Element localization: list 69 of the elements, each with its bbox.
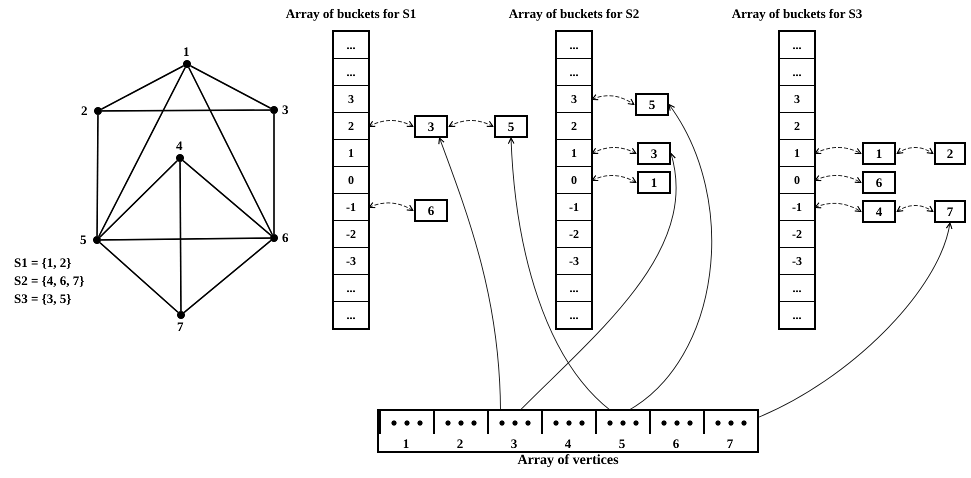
array-title: Array of buckets for S2 xyxy=(508,6,640,22)
list-node-box: 3 xyxy=(414,115,448,138)
list-node-box: 5 xyxy=(494,115,528,138)
link-arrow xyxy=(814,202,862,212)
list-node-box: 5 xyxy=(635,93,669,116)
graph-edge xyxy=(188,67,273,235)
index-label: 1 xyxy=(402,436,410,451)
graph-edge xyxy=(99,242,179,313)
list-node-box: 1 xyxy=(637,171,671,194)
link-arrow xyxy=(591,175,637,184)
link-arrow xyxy=(896,205,934,212)
vertex-number: 2 xyxy=(81,104,88,118)
index-label: 4 xyxy=(564,436,572,451)
list-node-box: 7 xyxy=(934,200,966,223)
link-arrow xyxy=(448,120,494,128)
vertex-number: 6 xyxy=(282,231,288,245)
array-title: Array of buckets for S3 xyxy=(732,6,862,22)
list-node-box: 6 xyxy=(862,171,896,194)
graph-edge xyxy=(179,162,182,311)
link-arrow xyxy=(814,175,862,184)
pointer-arrow xyxy=(756,222,952,418)
vertex-number: 3 xyxy=(282,103,288,117)
graph-vertex-dot xyxy=(177,311,185,319)
graph-edge xyxy=(101,237,270,241)
graph-vertex-dot xyxy=(176,154,184,162)
index-label: 5 xyxy=(618,436,626,451)
link-arrow xyxy=(368,120,414,128)
graph-vertex-dot xyxy=(94,107,102,115)
list-node-box: 6 xyxy=(414,199,448,222)
index-label: 7 xyxy=(726,436,734,451)
link-arrow xyxy=(896,147,934,154)
graph-edge xyxy=(99,160,178,238)
index-label: 2 xyxy=(456,436,464,451)
graph-vertex-dot xyxy=(183,60,191,68)
graph-edge xyxy=(184,240,272,314)
graph-vertex-dot xyxy=(270,234,278,242)
link-arrow xyxy=(591,147,637,154)
graph-edge xyxy=(96,115,99,236)
vertex-array xyxy=(377,409,759,469)
vertex-number: 1 xyxy=(183,45,190,59)
graph-edge xyxy=(101,65,184,110)
list-node-box: 2 xyxy=(934,142,966,165)
array-title: Array of vertices xyxy=(517,453,619,469)
index-label: 6 xyxy=(672,436,680,451)
index-label: 3 xyxy=(510,436,518,451)
set-definition: S2 = {4, 6, 7} xyxy=(14,272,84,289)
set-definition: S1 = {1, 2} xyxy=(14,254,72,271)
link-arrow xyxy=(368,202,414,212)
set-definition: S3 = {3, 5} xyxy=(14,290,72,307)
list-node-box: 4 xyxy=(862,200,896,223)
graph-edge xyxy=(98,67,186,237)
vertex-number: 5 xyxy=(80,233,86,247)
link-arrow xyxy=(814,147,862,154)
graph-vertex-dot xyxy=(270,106,278,114)
graph-edge xyxy=(273,114,275,234)
link-arrow xyxy=(591,94,635,106)
graph-vertex-dot xyxy=(93,236,101,244)
list-node-box: 1 xyxy=(862,142,896,165)
vertex-number: 4 xyxy=(176,139,182,153)
vertex-number: 7 xyxy=(177,320,184,334)
list-node-box: 3 xyxy=(637,142,671,165)
vertex-cell xyxy=(703,411,757,434)
pointer-arrow xyxy=(518,152,676,412)
pointer-arrow xyxy=(508,137,612,412)
graph-edge xyxy=(190,65,271,109)
pointer-arrow xyxy=(438,137,501,412)
graph-edge xyxy=(102,109,270,112)
array-title: Array of buckets for S1 xyxy=(286,6,416,22)
graph-edge xyxy=(182,160,272,236)
